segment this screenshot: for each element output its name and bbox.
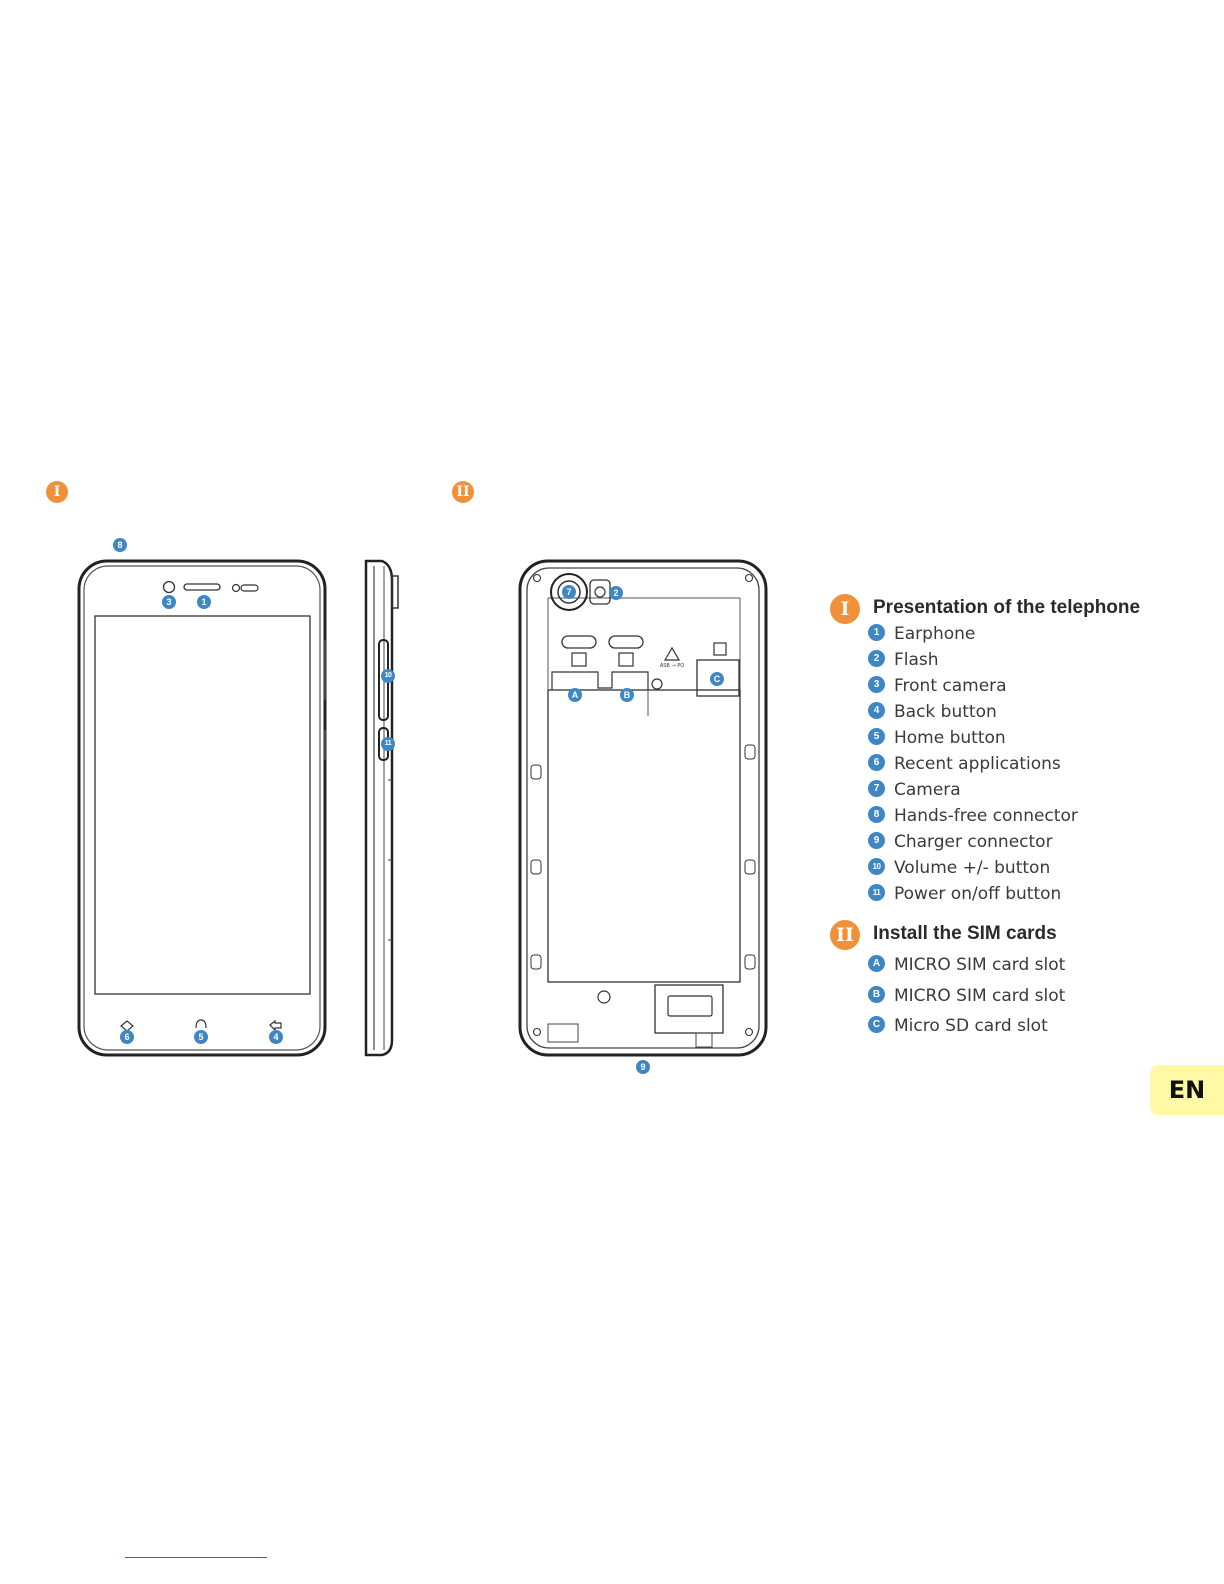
- legend-section-two-title: Install the SIM cards: [873, 923, 1057, 944]
- legend-section-two-marker: II: [830, 920, 860, 950]
- callout-b: B: [620, 688, 634, 702]
- callout-7: 7: [562, 585, 576, 599]
- legend-section-one-title: Presentation of the telephone: [873, 597, 1141, 618]
- callout-8: 8: [113, 538, 127, 552]
- legend-num-3: 3: [868, 676, 885, 693]
- legend-num-11: 11: [868, 884, 885, 901]
- legend-num-8: 8: [868, 806, 885, 823]
- legend-item-recent-applications: Recent applications: [894, 754, 1061, 774]
- legend-item-home-button: Home button: [894, 728, 1006, 748]
- footer-divider: [125, 1557, 267, 1558]
- language-tab: EN: [1150, 1065, 1224, 1115]
- legend-letter-a: A: [868, 955, 885, 972]
- legend-num-10: 10: [868, 858, 885, 875]
- callout-1: 1: [197, 595, 211, 609]
- legend-num-9: 9: [868, 832, 885, 849]
- legend-num-4: 4: [868, 702, 885, 719]
- callout-10: 10: [381, 669, 395, 683]
- legend-letter-c: C: [868, 1016, 885, 1033]
- section-one-marker: I: [46, 481, 68, 503]
- legend-num-6: 6: [868, 754, 885, 771]
- callout-4: 4: [269, 1030, 283, 1044]
- legend-item-micro-sd-slot: Micro SD card slot: [894, 1016, 1048, 1036]
- legend-section-one-marker: I: [830, 594, 860, 624]
- legend-item-volume-button: Volume +/- button: [894, 858, 1051, 878]
- legend-item-flash: Flash: [894, 650, 939, 670]
- callout-c: C: [710, 672, 724, 686]
- legend-item-micro-sim-slot-a: MICRO SIM card slot: [894, 955, 1066, 975]
- legend-item-micro-sim-slot-b: MICRO SIM card slot: [894, 986, 1066, 1006]
- legend-num-1: 1: [868, 624, 885, 641]
- callout-3: 3: [162, 595, 176, 609]
- callout-6: 6: [120, 1030, 134, 1044]
- legend-item-power-button: Power on/off button: [894, 884, 1062, 904]
- legend-letter-b: B: [868, 986, 885, 1003]
- callout-11: 11: [381, 737, 395, 751]
- legend-num-2: 2: [868, 650, 885, 667]
- legend-item-back-button: Back button: [894, 702, 997, 722]
- legend-item-charger-connector: Charger connector: [894, 832, 1053, 852]
- legend-item-camera: Camera: [894, 780, 961, 800]
- section-two-marker: II: [452, 481, 474, 503]
- svg-text:ASB → PO: ASB → PO: [660, 663, 684, 669]
- callout-9: 9: [636, 1060, 650, 1074]
- legend-item-front-camera: Front camera: [894, 676, 1007, 696]
- callout-a: A: [568, 688, 582, 702]
- callout-2: 2: [609, 586, 623, 600]
- legend-num-5: 5: [868, 728, 885, 745]
- legend-item-earphone: Earphone: [894, 624, 976, 644]
- legend-num-7: 7: [868, 780, 885, 797]
- callout-5: 5: [194, 1030, 208, 1044]
- legend-item-hands-free-connector: Hands-free connector: [894, 806, 1078, 826]
